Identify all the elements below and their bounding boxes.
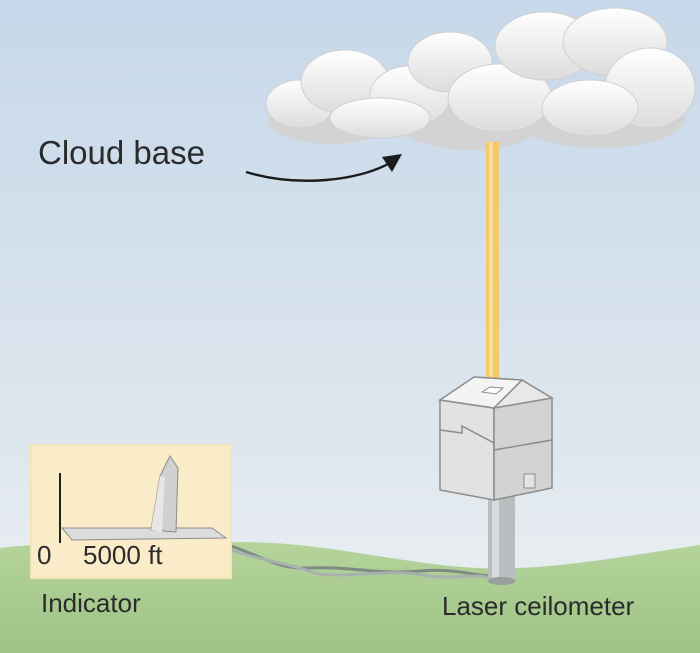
pole-highlight: [492, 494, 499, 582]
cloud-base-arrow: [245, 154, 402, 182]
cloud: [265, 7, 696, 150]
laser-ceilometer-device: [437, 376, 555, 501]
indicator-zero-label: 0: [37, 540, 52, 570]
laser-beam-highlight: [489, 142, 493, 394]
indicator-label: Indicator: [41, 588, 141, 618]
cloud-base-label: Cloud base: [38, 134, 205, 171]
indicator-panel: [30, 444, 232, 579]
indicator-distance-label: 5000 ft: [83, 540, 163, 570]
pole-base: [487, 577, 516, 585]
laser-ceilometer-label: Laser ceilometer: [442, 591, 635, 621]
cable: [226, 543, 495, 581]
